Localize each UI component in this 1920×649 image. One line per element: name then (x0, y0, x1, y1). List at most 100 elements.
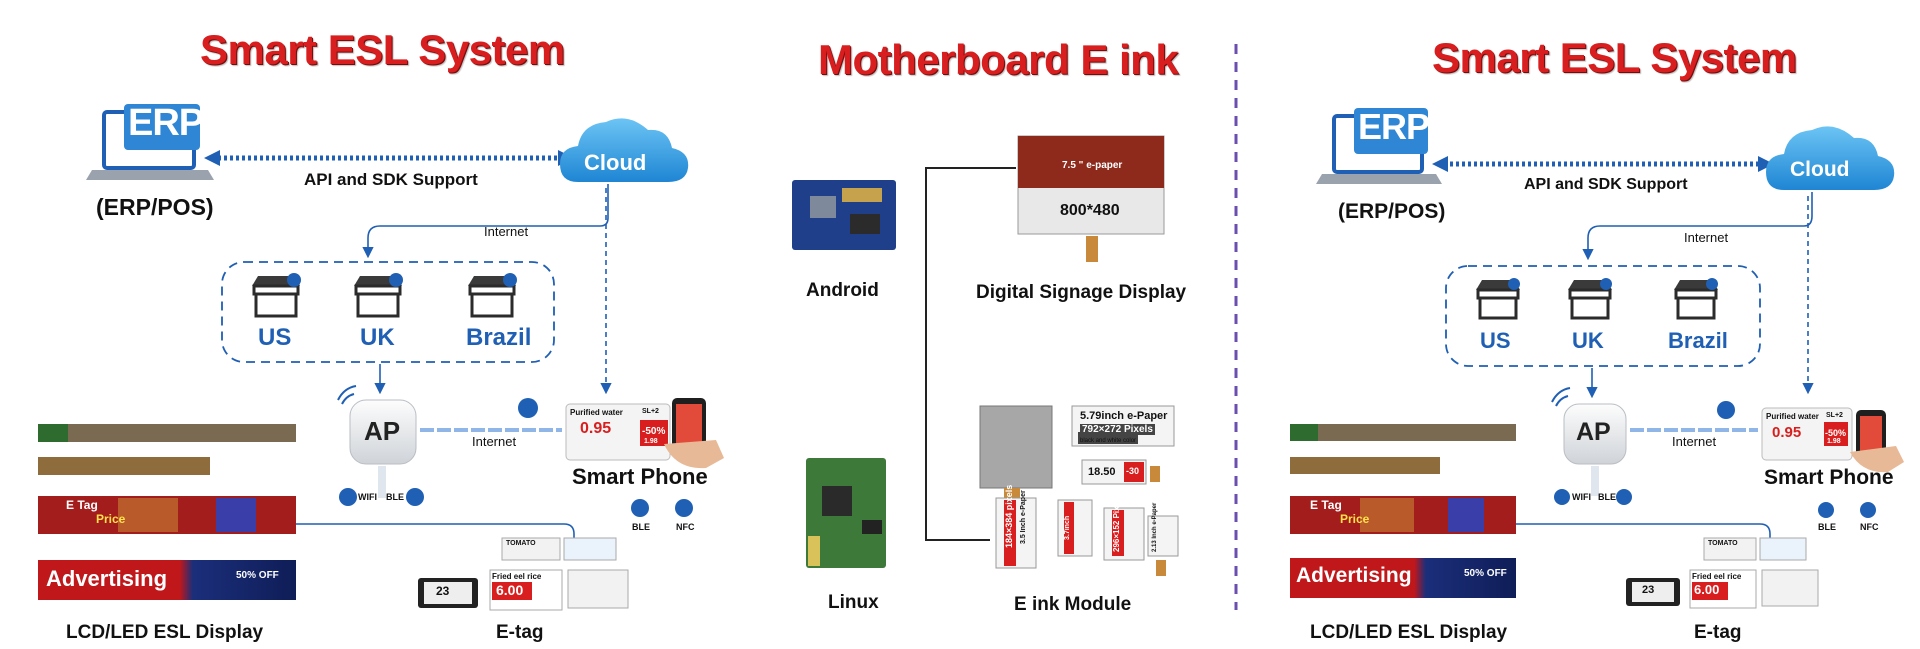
lcd-led-label: LCD/LED ESL Display (66, 622, 264, 643)
internet-label-2-right: Internet (1672, 434, 1717, 449)
ble-label: BLE (386, 492, 404, 502)
lcd-strips-right (1290, 424, 1516, 598)
etag-devices-right (1626, 537, 1819, 609)
etag-devices (418, 537, 629, 611)
module-579-sub-text: black and white color (1080, 438, 1137, 444)
product-discount-text-right: -50% (1825, 428, 1847, 438)
store-uk: UK (360, 324, 395, 351)
ap-device-icon (337, 385, 417, 498)
wifi-badge-icon (339, 488, 357, 506)
ble-badge-icon-2-right (1818, 502, 1834, 518)
tag-price-23-text-right: 23 (1642, 584, 1655, 596)
nfc-badge-icon-right (1860, 502, 1876, 518)
strip-advertising-text: Advertising (46, 566, 168, 591)
etag-label-right: E-tag (1694, 622, 1742, 643)
erp-logo-text-right: ERP (1358, 106, 1430, 147)
nfc-badge-icon (675, 499, 693, 517)
module-discount-text: -30 (1126, 466, 1140, 476)
module-296-text: 296×152 Pixels (1112, 495, 1121, 552)
ap-to-etag-line-right (1516, 523, 1771, 540)
linux-label: Linux (828, 592, 879, 613)
tag-fried-rice-text: Fried eel rice (492, 572, 542, 581)
module-35-res-text: 184×384 pixels (1004, 484, 1014, 548)
ap-label-right: AP (1576, 418, 1611, 446)
product-size-text: SL+2 (642, 408, 659, 415)
smart-phone-label: Smart Phone (572, 464, 708, 489)
module-579-res-text: 792×272 Pixels (1080, 424, 1155, 435)
tag-fried-rice-text-right: Fried eel rice (1692, 572, 1742, 581)
ap-label: AP (364, 416, 401, 446)
strip-price-text: Price (96, 512, 126, 526)
erp-laptop-icon-right (1316, 108, 1442, 184)
cloud-icon-right (1766, 126, 1895, 190)
nfc-label: NFC (676, 522, 695, 532)
lcd-strips (38, 424, 296, 600)
internet-arrow-1-right (1582, 192, 1813, 261)
digital-signage-panel (1017, 135, 1165, 262)
erp-laptop-icon (86, 104, 214, 180)
ap-device-icon-right (1551, 387, 1627, 496)
smartphone-icon (664, 398, 724, 469)
api-sdk-label: API and SDK Support (304, 170, 478, 189)
store-brazil: Brazil (466, 324, 532, 351)
api-double-arrow (204, 150, 574, 166)
tag-price-6-text: 6.00 (496, 582, 524, 598)
connector-bracket (925, 167, 1016, 541)
erp-logo-text: ERP (128, 102, 204, 144)
module-37-text: 3.7inch (1064, 515, 1071, 540)
api-sdk-label-right: API and SDK Support (1524, 176, 1688, 193)
wifi-label-right: WIFI (1572, 492, 1591, 502)
center-section-graphics (792, 44, 1238, 610)
smart-phone-label-right: Smart Phone (1764, 466, 1894, 489)
lcd-led-label-right: LCD/LED ESL Display (1310, 622, 1508, 643)
ble-badge-icon (406, 488, 424, 506)
product-old-price-text-right: 1.98 (1827, 438, 1841, 445)
ble-label-2-right: BLE (1818, 522, 1836, 532)
product-discount-text: -50% (642, 426, 666, 437)
module-price-text: 18.50 (1088, 466, 1116, 478)
tag-price-6-text-right: 6.00 (1694, 582, 1720, 597)
product-price-text: 0.95 (580, 420, 612, 437)
ble-label-2: BLE (632, 522, 650, 532)
product-price-text-right: 0.95 (1772, 424, 1802, 441)
cloud-label: Cloud (584, 150, 647, 175)
tag-price-23-text: 23 (436, 584, 450, 598)
tag-tomato-text-right: TOMATO (1708, 540, 1738, 547)
right-title: Smart ESL System (1432, 34, 1797, 81)
strip-etag-text-right: E Tag (1310, 498, 1342, 512)
right-section-graphics (1290, 108, 1904, 609)
erp-pos-label-right: (ERP/POS) (1338, 200, 1446, 223)
center-title: Motherboard E ink (818, 36, 1179, 83)
internet-arrow-1 (362, 184, 609, 259)
wifi-signal-icon (518, 398, 538, 418)
store-icons (252, 273, 517, 318)
product-size-text-right: SL+2 (1826, 412, 1843, 419)
store-icons-right (1476, 278, 1718, 320)
wifi-badge-icon-right (1554, 489, 1570, 505)
eink-modules (979, 405, 1179, 576)
strip-etag-text: E Tag (66, 498, 98, 512)
left-title: Smart ESL System (200, 26, 565, 73)
ble-badge-icon-2 (631, 499, 649, 517)
cloud-label-right: Cloud (1790, 158, 1850, 181)
etag-label: E-tag (496, 622, 544, 643)
ble-label-right: BLE (1598, 492, 1616, 502)
eink-module-label: E ink Module (1014, 594, 1132, 615)
store-brazil-right: Brazil (1668, 328, 1728, 353)
ap-to-etag-line (294, 523, 575, 540)
module-35-text: 3.5 Inch e-Paper (1020, 490, 1027, 544)
product-name-text: Purified water (570, 408, 623, 417)
strip-price-text-right: Price (1340, 512, 1370, 526)
wifi-signal-icon-right (1717, 401, 1735, 419)
module-579-text: 5.79inch e-Paper (1080, 410, 1168, 422)
product-old-price-text: 1.98 (644, 438, 658, 445)
cloud-icon (560, 118, 689, 182)
stores-box-right (1445, 265, 1761, 367)
strip-advertising-text-right: Advertising (1296, 564, 1412, 587)
store-us: US (258, 324, 292, 351)
api-double-arrow-right (1432, 156, 1774, 172)
panel-res-text: 800*480 (1060, 202, 1120, 219)
ble-badge-icon-right (1616, 489, 1632, 505)
internet-label-1-right: Internet (1684, 230, 1729, 245)
